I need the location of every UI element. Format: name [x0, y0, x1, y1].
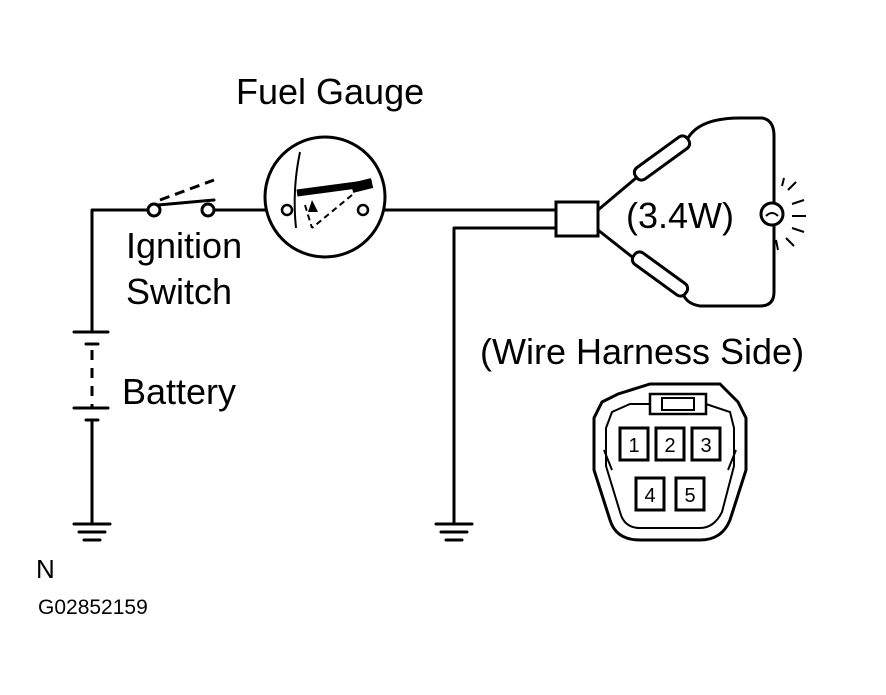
pin-label: 4: [644, 485, 655, 507]
fuel-gauge-label: Fuel Gauge: [236, 71, 424, 112]
ignition-label-line2: Switch: [126, 271, 232, 312]
pin-1: [618, 426, 650, 462]
battery-icon: [72, 330, 110, 422]
ignition-label-line1: Ignition: [126, 225, 242, 266]
harness-side-label: (Wire Harness Side): [480, 331, 804, 372]
gauge-icon: [263, 135, 387, 259]
wiring: [90, 208, 558, 524]
connector-face: 1 2 3 4 5: [592, 382, 748, 542]
pin-label: 5: [684, 485, 695, 507]
pin-4: [634, 476, 666, 512]
figure-id-label: G02852159: [38, 596, 148, 619]
connector-icon: [554, 200, 600, 238]
north-label: N: [36, 554, 55, 584]
battery-label: Battery: [122, 371, 236, 412]
pin-label: 3: [700, 435, 711, 457]
pin-3: [690, 426, 722, 462]
pin-label: 2: [664, 435, 675, 457]
pin-2: [654, 426, 686, 462]
ground-icon: [434, 522, 474, 542]
sender-resistor-lower: [630, 250, 690, 298]
ground-icon: [72, 522, 112, 542]
switch-icon: [146, 178, 216, 218]
pin-label: 1: [628, 435, 639, 457]
pin-5: [674, 476, 706, 512]
lamp-icon: [759, 177, 806, 251]
wattage-label: (3.4W): [626, 195, 734, 236]
